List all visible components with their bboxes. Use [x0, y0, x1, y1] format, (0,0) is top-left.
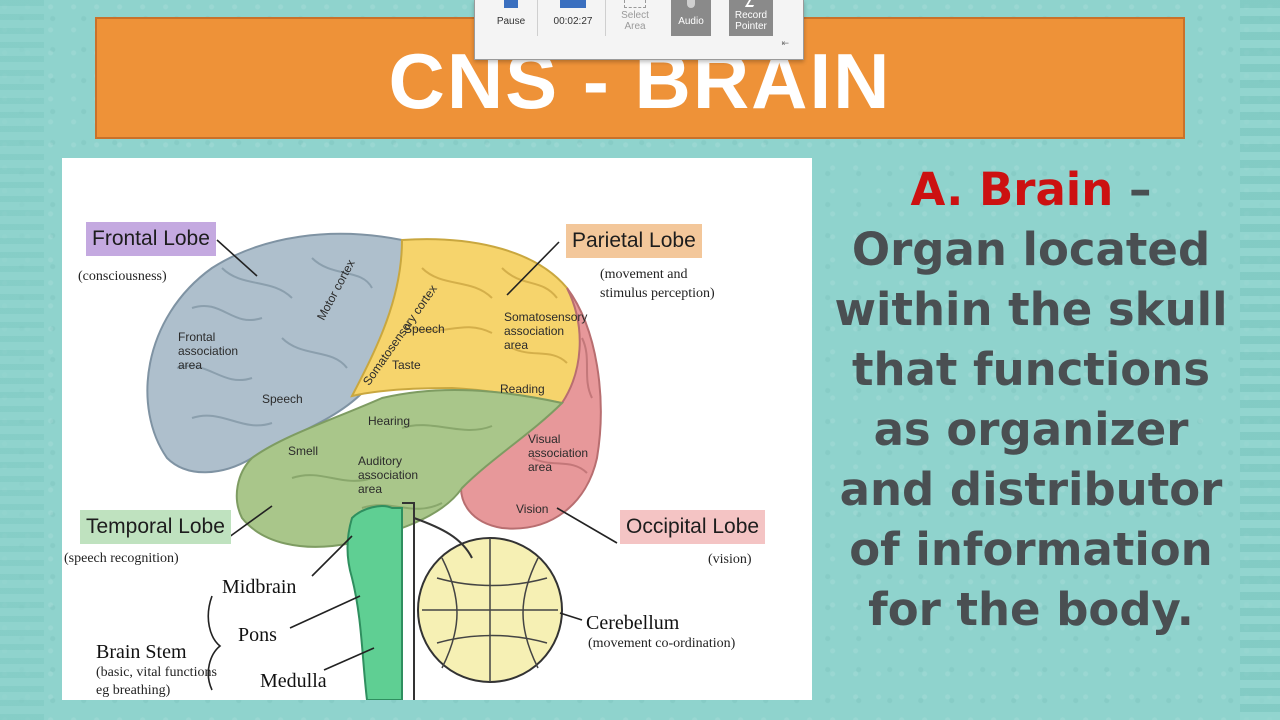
- brain-diagram: Frontal Lobe (consciousness) Parietal Lo…: [62, 158, 812, 700]
- region-line: association: [358, 468, 419, 482]
- select-area-icon: [624, 0, 646, 8]
- timer-value: 00:02:27: [553, 16, 593, 27]
- region-line: area: [504, 338, 529, 352]
- description-lead: A. Brain: [910, 163, 1114, 216]
- taste-label: Taste: [392, 358, 421, 372]
- pin-icon[interactable]: ⇤: [781, 39, 789, 49]
- brain-stem-function-line2: eg breathing): [96, 683, 171, 698]
- medulla-label: Medulla: [260, 670, 327, 692]
- occipital-lobe-function: (vision): [708, 552, 752, 567]
- recording-toolbar: Pause 00:02:27 Select Area Audio Record …: [474, 0, 804, 60]
- cerebellum-label: Cerebellum: [586, 612, 680, 634]
- temporal-lobe-function: (speech recognition): [64, 551, 179, 566]
- toolbar-separator: [537, 0, 538, 36]
- midbrain-label: Midbrain: [222, 576, 297, 598]
- pointer-icon: [744, 0, 758, 7]
- region-line: Auditory: [358, 454, 403, 468]
- region-line: association: [528, 446, 589, 460]
- pause-button[interactable]: Pause: [493, 0, 529, 38]
- brain-stem-function-line1: (basic, vital functions: [96, 665, 217, 680]
- region-line: Somatosensory: [504, 310, 588, 324]
- background-left-border: [0, 0, 44, 720]
- hearing-label: Hearing: [368, 414, 411, 428]
- frontal-lobe-label: Frontal Lobe: [86, 222, 216, 256]
- timer-icon: [560, 0, 586, 8]
- somatosensory-association-label: Somatosensory association area: [504, 310, 587, 352]
- toolbar-separator: [605, 0, 606, 36]
- region-line: Frontal: [178, 330, 216, 344]
- speech-upper-label: Speech: [404, 322, 445, 336]
- record-pointer-button[interactable]: Record Pointer: [729, 0, 773, 36]
- select-area-button[interactable]: Select Area: [615, 0, 655, 38]
- background-right-border: [1240, 0, 1280, 720]
- reading-label: Reading: [500, 382, 545, 396]
- region-line: association: [504, 324, 565, 338]
- region-line: Visual: [528, 432, 561, 446]
- vision-label: Vision: [516, 502, 549, 516]
- pause-label: Pause: [496, 16, 526, 27]
- audio-button[interactable]: Audio: [671, 0, 711, 36]
- occipital-lobe-label: Occipital Lobe: [620, 510, 766, 544]
- select-area-label: Select Area: [621, 10, 649, 32]
- region-line: area: [178, 358, 203, 372]
- parietal-lobe-function-line2: stimulus perception): [600, 286, 715, 301]
- pause-icon: [504, 0, 518, 8]
- brain-stem-shape: [346, 505, 403, 700]
- frontal-association-label: Frontal association area: [178, 330, 238, 372]
- recording-timer: 00:02:27: [549, 0, 597, 38]
- parietal-lobe-function-line1: (movement and: [600, 267, 688, 282]
- brain-illustration: [146, 232, 618, 700]
- region-line: association: [178, 344, 239, 358]
- cerebellum-shape: [417, 537, 563, 683]
- microphone-icon: [687, 0, 695, 8]
- frontal-lobe-function: (consciousness): [78, 269, 167, 284]
- visual-association-label: Visual association area: [528, 432, 588, 474]
- brain-stem-label: Brain Stem: [96, 641, 187, 663]
- temporal-lobe-label: Temporal Lobe: [80, 510, 231, 544]
- region-line: area: [528, 460, 553, 474]
- record-pointer-label: Record Pointer: [734, 10, 768, 32]
- description-text: – Organ located within the skull that fu…: [834, 163, 1228, 636]
- audio-label: Audio: [678, 16, 704, 27]
- speech-lower-label: Speech: [262, 392, 303, 406]
- occipital-lobe-shape: [460, 287, 602, 530]
- smell-label: Smell: [288, 444, 319, 458]
- region-line: area: [358, 482, 383, 496]
- auditory-association-label: Auditory association area: [358, 454, 418, 496]
- pons-label: Pons: [238, 624, 277, 646]
- brain-description: A. Brain – Organ located within the skul…: [826, 160, 1236, 640]
- cerebellum-function: (movement co-ordination): [588, 636, 736, 651]
- parietal-lobe-label: Parietal Lobe: [566, 224, 702, 258]
